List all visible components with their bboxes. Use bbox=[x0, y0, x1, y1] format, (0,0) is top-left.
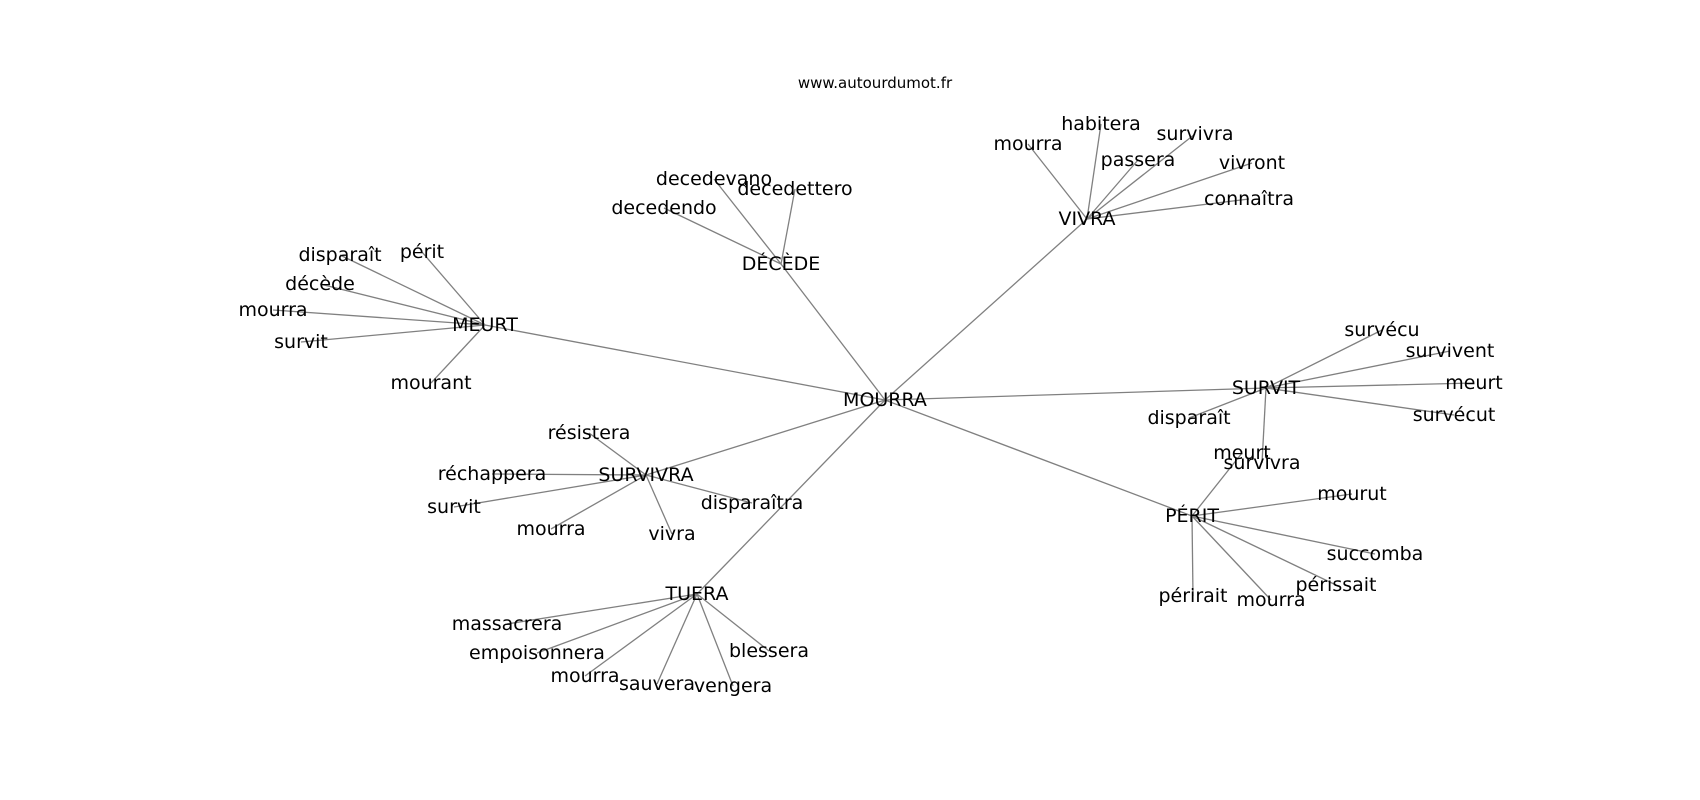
edge-hub-to-word bbox=[1261, 387, 1267, 464]
edge-root-to-hub bbox=[484, 324, 886, 401]
edge-hub-to-word bbox=[780, 188, 796, 265]
word-node-label: survécut bbox=[1413, 404, 1496, 426]
edge-hub-to-word bbox=[656, 593, 698, 685]
edge-hub-to-word bbox=[1086, 123, 1102, 220]
word-node-label: survivra bbox=[1157, 123, 1234, 145]
word-node-label: succomba bbox=[1327, 543, 1424, 565]
word-node-label: blessera bbox=[729, 640, 809, 662]
edge-hub-to-word bbox=[663, 207, 782, 265]
edge-hub-to-word bbox=[1191, 515, 1272, 601]
hub-node-label: SURVIVRA bbox=[598, 464, 693, 486]
word-node-label: survit bbox=[427, 496, 481, 518]
edge-hub-to-word bbox=[645, 474, 673, 535]
edge-hub-to-word bbox=[550, 474, 647, 530]
word-node-label: connaîtra bbox=[1204, 188, 1294, 210]
word-node-label: massacrera bbox=[452, 613, 563, 635]
word-node-label: vivra bbox=[648, 523, 695, 545]
edge-hub-to-word bbox=[1265, 382, 1475, 389]
edge-hub-to-word bbox=[1265, 387, 1455, 416]
word-node-label: survécu bbox=[1344, 319, 1419, 341]
word-node-label: mourut bbox=[1317, 483, 1386, 505]
edge-hub-to-word bbox=[1191, 452, 1243, 517]
edge-hub-to-word bbox=[430, 324, 486, 384]
edge-hub-to-word bbox=[1086, 162, 1253, 220]
edge-root-to-hub bbox=[884, 387, 1267, 401]
root-node-label: MOURRA bbox=[843, 389, 927, 411]
word-node-label: périssait bbox=[1295, 574, 1376, 596]
word-node-label: mourra bbox=[516, 518, 585, 540]
edge-root-to-hub bbox=[884, 218, 1088, 401]
word-node-label: mourra bbox=[238, 299, 307, 321]
edge-hub-to-word bbox=[1086, 198, 1250, 220]
edge-hub-to-word bbox=[696, 593, 734, 687]
hub-node-label: DÉCÈDE bbox=[742, 252, 821, 275]
edge-root-to-hub bbox=[884, 399, 1193, 517]
hub-node-label: MEURT bbox=[452, 314, 518, 336]
word-node-label: empoisonnera bbox=[469, 642, 605, 664]
edge-hub-to-word bbox=[1265, 329, 1383, 389]
word-node-label: disparaîtra bbox=[701, 492, 804, 514]
word-node-label: mourant bbox=[390, 372, 471, 394]
word-node-label: périrait bbox=[1158, 585, 1227, 607]
word-node-label: mourra bbox=[1236, 589, 1305, 611]
word-node-label: résistera bbox=[548, 422, 631, 444]
edge-hub-to-word bbox=[1191, 515, 1194, 597]
edge-hub-to-word bbox=[421, 251, 486, 326]
edge-hub-to-word bbox=[584, 593, 698, 677]
label-layer: www.autourdumot.fr MOURRA DÉCÈDE decedeva… bbox=[238, 74, 1502, 697]
word-node-label: sauvera bbox=[619, 673, 695, 695]
edge-hub-to-word bbox=[300, 324, 486, 343]
word-node-label: decedendo bbox=[611, 197, 716, 219]
word-node-label: mourra bbox=[993, 133, 1062, 155]
word-node-label: passera bbox=[1101, 149, 1176, 171]
word-node-label: habitera bbox=[1061, 113, 1141, 135]
edge-hub-to-word bbox=[1191, 515, 1376, 555]
edge-hub-to-word bbox=[453, 474, 647, 508]
edge-hub-to-word bbox=[696, 593, 770, 652]
word-node-label: meurt bbox=[1213, 442, 1271, 464]
word-node-label: mourra bbox=[550, 665, 619, 687]
edge-hub-to-word bbox=[588, 432, 647, 476]
edge-hub-to-word bbox=[491, 473, 647, 476]
word-node-label: réchappera bbox=[438, 463, 546, 485]
edge-hub-to-word bbox=[713, 178, 782, 265]
edge-layer bbox=[272, 123, 1475, 687]
edge-hub-to-word bbox=[339, 254, 486, 326]
word-node-label: survit bbox=[274, 331, 328, 353]
site-watermark: www.autourdumot.fr bbox=[798, 74, 953, 92]
word-node-label: survivra bbox=[1224, 452, 1301, 474]
word-node-label: disparaît bbox=[1147, 407, 1230, 429]
edge-hub-to-word bbox=[1086, 159, 1139, 220]
edge-hub-to-word bbox=[272, 309, 486, 326]
edge-hub-to-word bbox=[1086, 133, 1196, 220]
word-node-label: decedettero bbox=[737, 178, 852, 200]
hub-node-label: PÉRIT bbox=[1165, 504, 1219, 527]
edge-hub-to-word bbox=[506, 593, 698, 625]
hub-node-label: VIVRA bbox=[1058, 208, 1115, 230]
hub-node-label: SURVIT bbox=[1232, 377, 1301, 399]
edge-root-to-hub bbox=[780, 263, 886, 401]
word-node-label: périt bbox=[400, 241, 444, 263]
edge-root-to-hub bbox=[645, 399, 886, 476]
word-node-label: vivront bbox=[1219, 152, 1285, 174]
edge-hub-to-word bbox=[536, 593, 698, 654]
hub-node-label: TUERA bbox=[665, 583, 729, 605]
edge-hub-to-word bbox=[1027, 143, 1088, 220]
edge-hub-to-word bbox=[1191, 493, 1353, 517]
word-node-label: meurt bbox=[1445, 372, 1503, 394]
edge-hub-to-word bbox=[319, 283, 486, 326]
edge-hub-to-word bbox=[1191, 515, 1337, 586]
word-node-label: décède bbox=[285, 273, 355, 295]
edge-hub-to-word bbox=[1265, 350, 1451, 389]
edge-root-to-hub bbox=[696, 399, 886, 595]
edge-hub-to-word bbox=[645, 474, 753, 504]
edge-hub-to-word bbox=[1188, 387, 1267, 419]
word-node-label: disparaît bbox=[298, 244, 381, 266]
word-node-label: survivent bbox=[1406, 340, 1495, 362]
word-node-label: vengera bbox=[694, 675, 772, 697]
word-node-label: decedevano bbox=[656, 168, 772, 190]
